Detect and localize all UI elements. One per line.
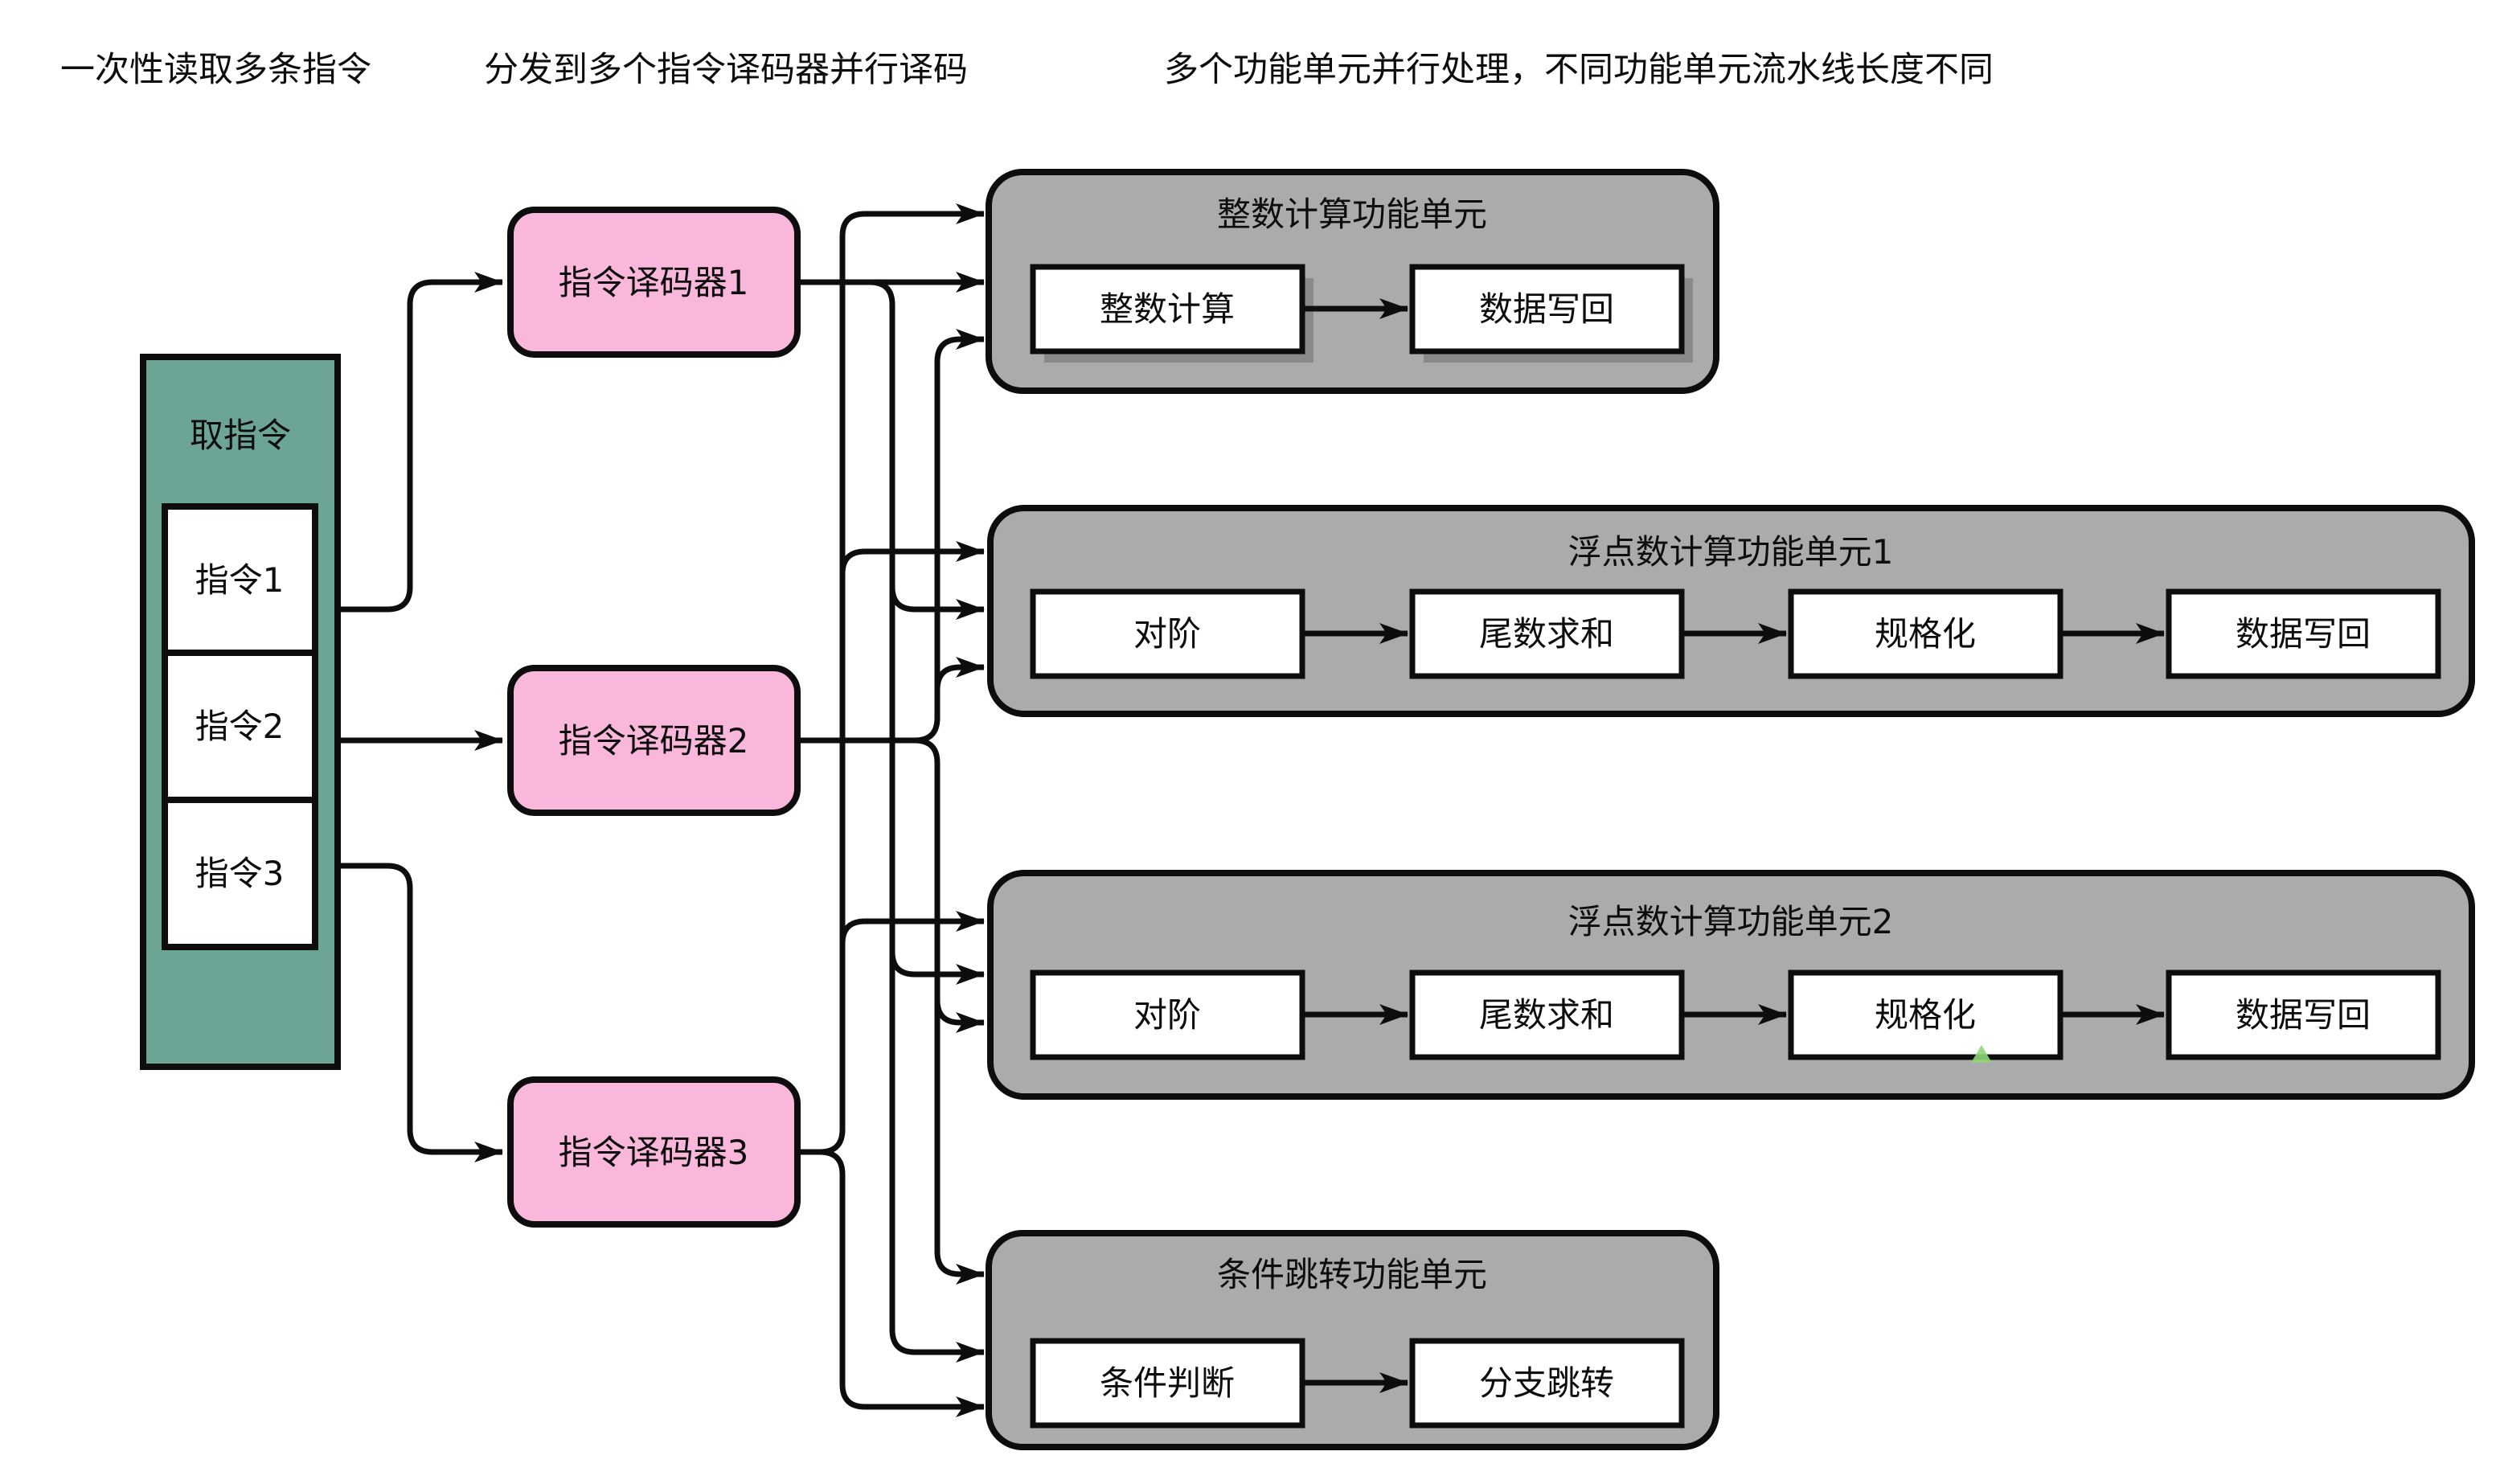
connector-decoder2-jump-unit [914,737,985,1285]
fetch-unit-title: 取指令 [190,416,291,455]
instruction-box-1 [162,503,318,656]
cursor-artifact-icon [1971,1045,1992,1063]
fetch-unit: 取指令 指令1 指令2 指令3 [140,354,341,1070]
connector-decoder3-jump-unit [797,1149,985,1417]
decoder-3-label: 指令译码器3 [559,1133,749,1172]
connector-inst3-decoder3 [317,863,503,1162]
instruction-box-3 [162,797,318,950]
float-unit-2-box [987,870,2475,1100]
instruction-1-label: 指令1 [195,560,285,600]
decoder-2: 指令译码器2 [507,665,801,816]
stage-label: 条件判断 [1100,1363,1235,1403]
connector-decoder1-float1-unit [889,586,985,620]
stage-box-cond-judge [1030,1338,1305,1429]
stage-label: 数据写回 [1479,289,1614,329]
integer-unit-title: 整数计算功能单元 [1217,195,1487,234]
float-unit-1-title: 浮点数计算功能单元1 [1568,532,1894,572]
float-unit-2-title: 浮点数计算功能单元2 [1568,902,1894,941]
decoder-3: 指令译码器3 [507,1076,801,1228]
decoder-1: 指令译码器1 [507,207,801,358]
float-unit-1: 浮点数计算功能单元1 对阶 尾数求和 规格化 数据写回 [987,505,2475,717]
stage-label: 整数计算 [1100,289,1235,329]
stage-label: 尾数求和 [1479,614,1614,654]
stage-box-writeback [2166,970,2441,1060]
annotation-decode: 分发到多个指令译码器并行译码 [484,50,968,90]
stage-box-mantissa-add [1409,588,1685,679]
connector-decoder2-int-unit [914,329,985,744]
annotation-fetch: 一次性读取多条指令 [60,50,371,90]
stage-box-align [1030,970,1305,1060]
stage-label: 尾数求和 [1479,995,1614,1035]
integer-unit: 整数计算功能单元 整数计算 数据写回 [986,169,1719,394]
instruction-3-label: 指令3 [195,854,285,893]
decoder-2-box [507,665,801,816]
connector-decoder2-float1-unit [934,657,985,691]
stage-label: 对阶 [1133,995,1201,1035]
stage-label: 规格化 [1875,614,1976,654]
float-unit-1-box [987,505,2475,717]
stage-box-align [1030,588,1305,679]
decoder-3-box [507,1076,801,1228]
jump-unit: 条件跳转功能单元 条件判断 分支跳转 [986,1230,1719,1450]
decoder-1-label: 指令译码器1 [559,263,749,302]
instruction-box-2 [162,650,318,803]
stage-box-normalize [1788,970,2063,1060]
decoder-2-label: 指令译码器2 [559,721,749,760]
connector-decoder2-float2-unit [934,999,985,1033]
stage-box-normalize [1788,588,2063,679]
stage-box-int-compute [1030,264,1305,355]
stage-box-branch-jump [1409,1338,1685,1429]
stage-box-mantissa-add [1409,970,1685,1060]
stage-label: 分支跳转 [1479,1363,1614,1403]
connector-decoder3-float2-unit [839,911,985,945]
connector-decoder1-float2-unit [889,951,985,985]
float-unit-2: 浮点数计算功能单元2 对阶 尾数求和 规格化 数据写回 [987,870,2475,1100]
connector-decoder3-float1-unit [839,541,985,575]
stage-label: 规格化 [1875,995,1976,1035]
connector-inst1-decoder1 [317,272,503,613]
annotation-execute: 多个功能单元并行处理，不同功能单元流水线长度不同 [1164,50,1994,90]
stage-box-int-writeback [1409,264,1685,355]
stage-label: 数据写回 [2236,614,2371,654]
stage-box-writeback [2166,588,2441,679]
stage-label: 数据写回 [2236,995,2371,1035]
instruction-2-label: 指令2 [195,707,285,746]
jump-unit-title: 条件跳转功能单元 [1217,1255,1487,1294]
connector-decoder1-jump-unit [869,279,985,1363]
decoder-1-box [507,207,801,358]
stage-label: 对阶 [1133,614,1201,654]
